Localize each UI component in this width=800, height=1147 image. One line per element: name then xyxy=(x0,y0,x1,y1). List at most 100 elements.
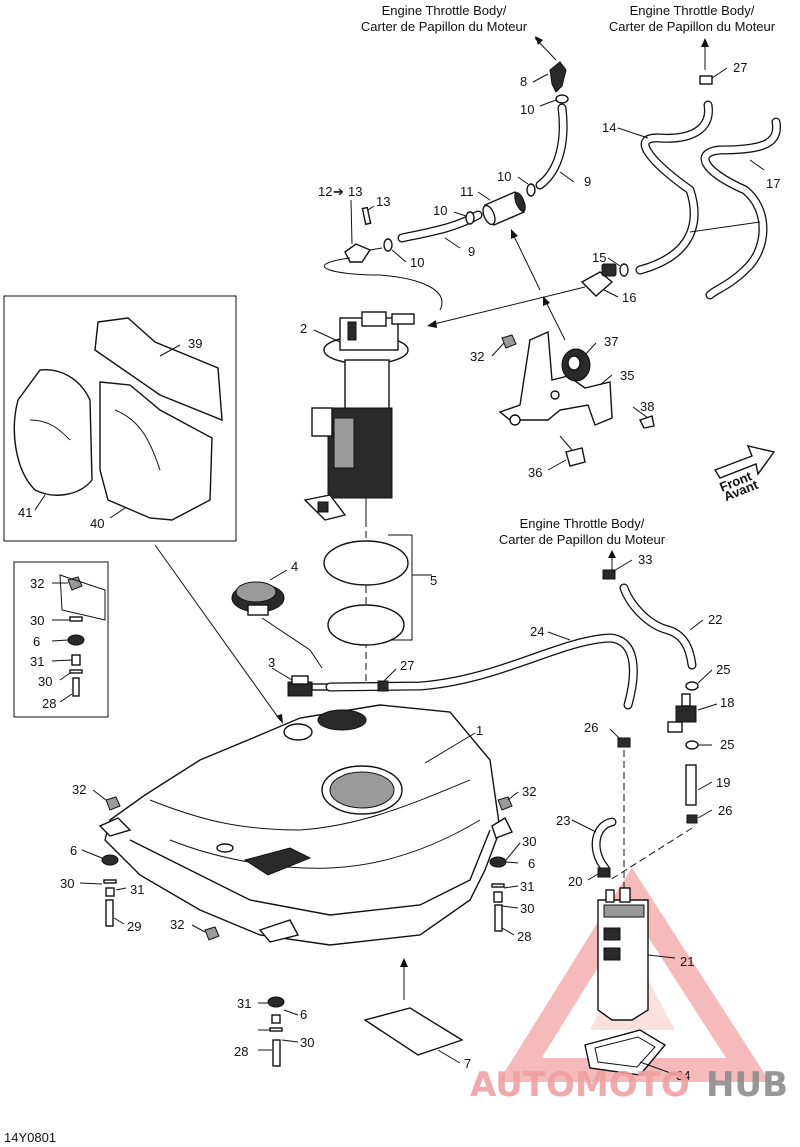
label-30a: 30 xyxy=(30,613,44,628)
gasket-ring-5 xyxy=(323,534,413,646)
clamp-25-a xyxy=(685,681,699,691)
label-32c: 32 xyxy=(522,784,536,799)
fuel-filter-11 xyxy=(482,191,526,226)
bolt-36 xyxy=(559,435,586,467)
label-32d: 32 xyxy=(170,917,184,932)
label-6a: 6 xyxy=(33,634,40,649)
label-10c: 10 xyxy=(433,203,447,218)
label-16: 16 xyxy=(622,290,636,305)
hardware-inset-box xyxy=(13,561,109,718)
label-32e: 32 xyxy=(470,349,484,364)
label-9a: 9 xyxy=(584,174,591,189)
label-3: 3 xyxy=(268,655,275,670)
label-30b: 30 xyxy=(38,674,52,689)
heat-shield-41 xyxy=(13,369,93,496)
label-25a: 25 xyxy=(716,662,730,677)
pin-13 xyxy=(361,206,372,226)
hose-14 xyxy=(635,100,713,275)
heat-shield-inset-box xyxy=(3,295,237,542)
label-30f: 30 xyxy=(300,1035,314,1050)
clamp-20 xyxy=(597,867,611,878)
label-32b: 32 xyxy=(72,782,86,797)
fuel-pump-module-2 xyxy=(303,311,415,521)
label-37: 37 xyxy=(604,334,618,349)
label-22: 22 xyxy=(708,612,722,627)
fuel-cap-4 xyxy=(231,581,323,669)
svg-text:Carter de Papillon du Moteur: Carter de Papillon du Moteur xyxy=(499,532,666,547)
svg-text:HUB: HUB xyxy=(706,1065,788,1105)
hose-17 xyxy=(700,117,781,300)
label-28c: 28 xyxy=(234,1044,248,1059)
label-10b: 10 xyxy=(497,169,511,184)
label-4: 4 xyxy=(291,559,298,574)
svg-text:Engine Throttle Body/: Engine Throttle Body/ xyxy=(382,3,507,18)
watermark-text: AUTOMOTO HUB xyxy=(470,1065,788,1105)
label-8: 8 xyxy=(520,74,527,89)
inset-hardware-stack xyxy=(59,574,106,697)
label-28a: 28 xyxy=(42,696,56,711)
label-19: 19 xyxy=(716,775,730,790)
label-41: 41 xyxy=(18,505,32,520)
connector-16 xyxy=(580,263,617,297)
heat-shield-39 xyxy=(94,317,223,422)
front-arrow: Front Avant xyxy=(713,445,776,504)
label-13b: 13 xyxy=(376,194,390,209)
label-31d: 31 xyxy=(237,996,251,1011)
clamp-15 xyxy=(619,263,629,277)
arrow-12-13: ➔ xyxy=(333,184,344,199)
pad-7 xyxy=(363,1007,464,1056)
clamp-25-b xyxy=(685,740,699,750)
hose-19 xyxy=(685,764,697,806)
label-34: 34 xyxy=(676,1068,690,1083)
label-18: 18 xyxy=(720,695,734,710)
label-1: 1 xyxy=(476,723,483,738)
bolt-38 xyxy=(639,415,655,429)
label-38: 38 xyxy=(640,399,654,414)
fuel-line-wire xyxy=(323,257,443,311)
clamp-33 xyxy=(602,569,616,580)
nut-32-bracket xyxy=(501,334,517,349)
label-32a: 32 xyxy=(30,576,44,591)
label-24: 24 xyxy=(530,624,544,639)
hose-23 xyxy=(591,817,617,873)
hose-22 xyxy=(619,583,697,670)
label-10d: 10 xyxy=(410,255,424,270)
label-13a: 13 xyxy=(348,184,362,199)
label-31a: 31 xyxy=(30,654,44,669)
caption-throttle-right: Engine Throttle Body/ Carter de Papillon… xyxy=(499,516,666,547)
label-39: 39 xyxy=(188,336,202,351)
label-10a: 10 xyxy=(520,102,534,117)
quick-connect-12 xyxy=(344,243,383,263)
svg-text:Carter de Papillon du Moteur: Carter de Papillon du Moteur xyxy=(361,19,528,34)
label-9b: 9 xyxy=(468,244,475,259)
label-30c: 30 xyxy=(60,876,74,891)
label-21: 21 xyxy=(680,954,694,969)
svg-text:Carter de Papillon du Moteur: Carter de Papillon du Moteur xyxy=(609,19,776,34)
svg-text:Engine Throttle Body/: Engine Throttle Body/ xyxy=(630,3,755,18)
clamp-27-top xyxy=(699,75,713,85)
label-5: 5 xyxy=(430,573,437,588)
clamp-10-c xyxy=(465,211,475,225)
label-27a: 27 xyxy=(733,60,747,75)
caption-throttle-top-1: Engine Throttle Body/ Carter de Papillon… xyxy=(361,3,528,34)
label-6d: 6 xyxy=(300,1007,307,1022)
svg-text:Engine Throttle Body/: Engine Throttle Body/ xyxy=(520,516,645,531)
clamp-10-d xyxy=(383,238,393,252)
label-40: 40 xyxy=(90,516,104,531)
check-valve-18 xyxy=(667,693,697,733)
charcoal-canister-21 xyxy=(597,887,649,1021)
figure-code: 14Y0801 xyxy=(4,1130,56,1145)
label-12-13: 12 xyxy=(318,184,332,199)
heat-shield-40 xyxy=(99,381,213,521)
label-26a: 26 xyxy=(584,720,598,735)
clamp-26-a xyxy=(617,737,631,748)
hardware-left-front xyxy=(101,796,121,927)
label-31c: 31 xyxy=(520,879,534,894)
label-36: 36 xyxy=(528,465,542,480)
hardware-right-front xyxy=(489,796,513,932)
label-23: 23 xyxy=(556,813,570,828)
label-17: 17 xyxy=(766,176,780,191)
label-30e: 30 xyxy=(520,901,534,916)
label-33: 33 xyxy=(638,552,652,567)
